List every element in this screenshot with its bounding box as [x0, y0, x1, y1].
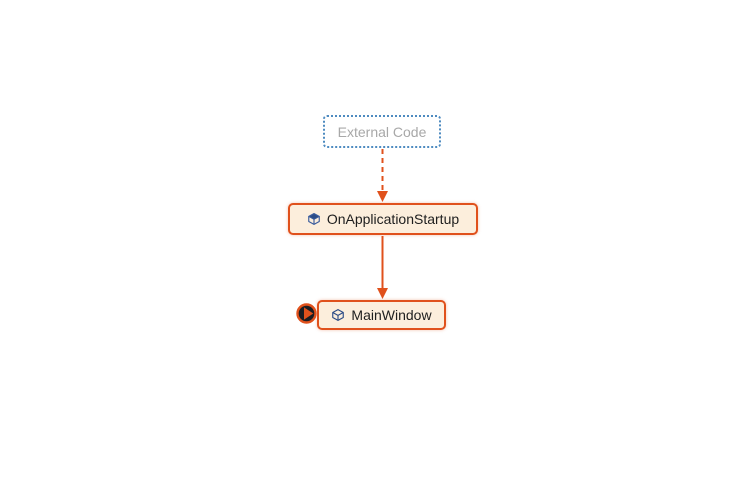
node-label: MainWindow	[351, 307, 432, 323]
node-label: OnApplicationStartup	[326, 211, 460, 227]
expand-node-badge[interactable]	[295, 302, 318, 325]
edge-startup-to-mainwindow[interactable]	[377, 236, 388, 299]
method-cube-icon	[307, 212, 321, 226]
node-on-application-startup[interactable]: OnApplicationStartup	[288, 203, 478, 235]
arrowhead-down-icon	[377, 191, 388, 202]
class-cube-icon	[331, 308, 345, 322]
edge-external-to-startup[interactable]	[377, 149, 388, 202]
arrowhead-down-icon	[377, 288, 388, 299]
expand-right-triangle-icon	[304, 307, 314, 320]
node-external-code[interactable]: External Code	[323, 115, 441, 148]
node-label: External Code	[337, 123, 427, 140]
node-main-window[interactable]: MainWindow	[317, 300, 446, 330]
